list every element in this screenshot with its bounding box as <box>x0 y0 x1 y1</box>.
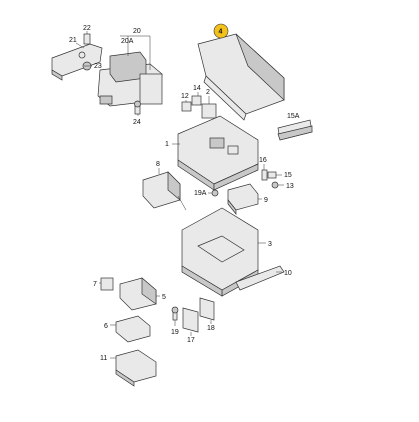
part-24-screw <box>134 100 141 115</box>
callout-21: 21 <box>69 37 77 44</box>
part-1-fuse-box <box>177 115 259 191</box>
part-3-lower-housing <box>181 207 259 297</box>
part-19a-nut <box>211 189 219 197</box>
callout-14: 14 <box>193 85 201 92</box>
part-18-clip <box>199 297 215 321</box>
callout-23: 23 <box>94 63 102 70</box>
part-2-relay <box>201 103 217 119</box>
callout-16: 16 <box>259 157 267 164</box>
callout-11: 11 <box>100 355 107 362</box>
callout-labels: 22 21 23 20 20A 24 4 2 12 14 15A 1 16 15… <box>69 25 300 362</box>
callout-6: 6 <box>104 323 108 330</box>
part-6-fuse-holder <box>115 315 151 343</box>
part-7-relay <box>100 277 114 291</box>
callout-9: 9 <box>264 197 268 204</box>
callout-2: 2 <box>206 89 210 96</box>
callout-12: 12 <box>181 93 189 100</box>
part-12-relay <box>181 101 192 112</box>
callout-3: 3 <box>268 241 272 248</box>
callout-7: 7 <box>93 281 97 288</box>
part-9-fuse-holder <box>227 183 259 215</box>
callout-4: 4 <box>219 29 223 36</box>
callout-22: 22 <box>83 25 91 32</box>
callout-20: 20 <box>133 28 141 35</box>
part-17-bracket <box>182 307 199 333</box>
part-15-fuse <box>267 171 277 179</box>
callout-1: 1 <box>165 141 169 148</box>
callout-8: 8 <box>156 161 160 168</box>
part-10-connector-strip <box>235 265 285 291</box>
callout-19a: 19A <box>194 190 207 197</box>
leader-lines <box>75 35 284 359</box>
part-4-cover <box>197 33 285 121</box>
callout-17: 17 <box>187 337 195 344</box>
part-14-relay <box>191 95 202 106</box>
callout-15a: 15A <box>287 113 300 120</box>
part-22-bolt <box>83 31 91 45</box>
part-11-box <box>115 349 157 387</box>
part-20-relay-holder <box>97 51 163 107</box>
callout-10: 10 <box>284 270 292 277</box>
callout-5: 5 <box>162 294 166 301</box>
callout-13: 13 <box>286 183 294 190</box>
callout-19: 19 <box>171 329 179 336</box>
part-16-bolt <box>261 169 268 181</box>
highlight-badge-4 <box>213 23 229 39</box>
part-21-bracket <box>51 43 103 81</box>
callout-20a: 20A <box>121 38 134 45</box>
part-15a-fuse-strip <box>277 119 313 141</box>
callout-24: 24 <box>133 119 141 126</box>
callout-18: 18 <box>207 325 215 332</box>
callout-15: 15 <box>284 172 292 179</box>
part-8-relay-carrier <box>142 171 187 211</box>
part-13-nut <box>271 181 279 189</box>
part-5-relay-carrier <box>119 277 157 311</box>
part-19-screw <box>171 306 179 321</box>
